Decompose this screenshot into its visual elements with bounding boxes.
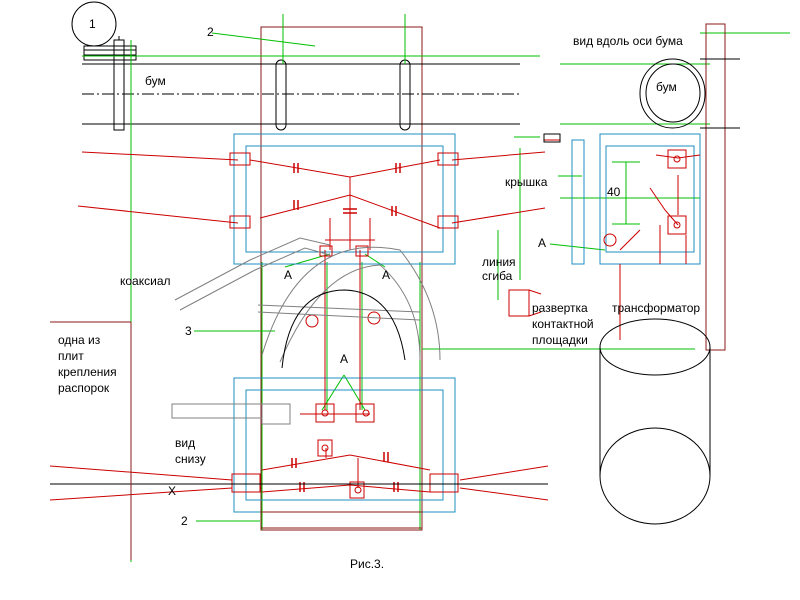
label-a-left: А <box>284 268 293 282</box>
label-bend-1: линия <box>482 255 516 269</box>
label-boom-right: бум <box>656 80 677 94</box>
label-plate-3: крепления <box>58 365 117 379</box>
label-x-mark: X <box>168 484 177 498</box>
label-top-2: 2 <box>207 25 214 39</box>
label-dim-40: 40 <box>607 185 621 199</box>
label-bottom-2: снизу <box>175 452 206 466</box>
slot-left <box>275 59 287 131</box>
label-a-mid: А <box>382 268 391 282</box>
label-unfold-2: контактной <box>532 317 594 331</box>
label-transformer: трансформатор <box>612 301 701 315</box>
transformer-top <box>599 318 711 376</box>
label-cover: крышка <box>505 175 548 189</box>
caption: Рис.3. <box>350 557 385 571</box>
clamp-block <box>83 45 137 61</box>
label-circle-1: 1 <box>89 17 96 31</box>
label-unfold-1: развертка <box>532 301 588 315</box>
ring-arc <box>281 289 406 369</box>
main-frame <box>260 26 423 531</box>
label-boom: бум <box>145 74 166 88</box>
boom-side <box>639 58 706 129</box>
label-a-right: А <box>538 236 547 250</box>
capacitors <box>291 163 401 492</box>
label-bottom-2-num: 2 <box>181 514 188 528</box>
label-plate-1: одна из <box>58 333 101 347</box>
slot-right <box>399 59 411 131</box>
label-a-center: А <box>340 352 349 366</box>
label-bottom-1: вид <box>175 436 196 450</box>
dipole-wires <box>49 139 701 501</box>
label-view-along: вид вдоль оси бума <box>573 34 683 48</box>
label-unfold-3: площадки <box>532 333 588 347</box>
blue-frames <box>233 133 701 513</box>
transformer-bottom <box>599 427 711 525</box>
right-post <box>705 23 726 351</box>
label-plate-2: плит <box>58 349 84 363</box>
label-bend-2: сгиба <box>482 269 513 283</box>
clamp-bolt <box>113 39 125 131</box>
green-guides <box>82 14 790 562</box>
label-ring-3: 3 <box>185 324 192 338</box>
label-coax: коаксиал <box>120 274 171 288</box>
coax-cable <box>171 237 441 425</box>
insulators <box>229 149 687 499</box>
label-plate-4: распорок <box>58 381 110 395</box>
